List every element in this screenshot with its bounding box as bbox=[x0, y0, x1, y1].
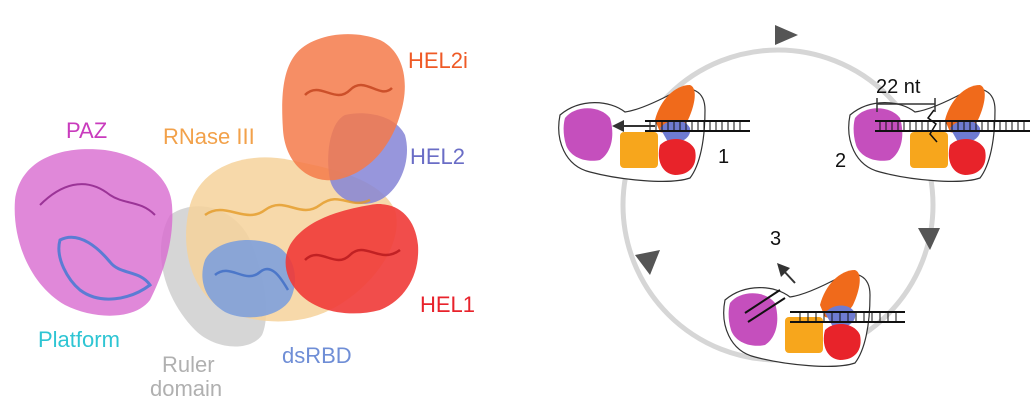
cycle-arrow-top bbox=[775, 25, 798, 45]
step-2-number: 2 bbox=[835, 150, 846, 173]
label-platform: Platform bbox=[38, 327, 120, 353]
label-paz: PAZ bbox=[66, 118, 107, 144]
label-ruler-domain: domain bbox=[150, 376, 222, 402]
step-2-annotation: 22 nt bbox=[876, 76, 920, 99]
step-1-number: 1 bbox=[718, 146, 729, 169]
label-dsrbd: dsRBD bbox=[282, 343, 352, 369]
dicer-structure bbox=[15, 34, 419, 346]
label-rnase-iii: RNase III bbox=[163, 124, 255, 150]
label-hel2i: HEL2i bbox=[408, 48, 468, 74]
cycle-diagram bbox=[559, 25, 1030, 366]
enzyme-step-3 bbox=[724, 263, 905, 366]
label-hel2: HEL2 bbox=[410, 144, 465, 170]
label-hel1: HEL1 bbox=[420, 292, 475, 318]
step-3-number: 3 bbox=[770, 228, 781, 251]
label-ruler: Ruler bbox=[162, 352, 215, 378]
paz-surface bbox=[15, 149, 173, 316]
enzyme-step-2 bbox=[849, 85, 1030, 181]
cycle-arrow-right bbox=[918, 228, 940, 250]
